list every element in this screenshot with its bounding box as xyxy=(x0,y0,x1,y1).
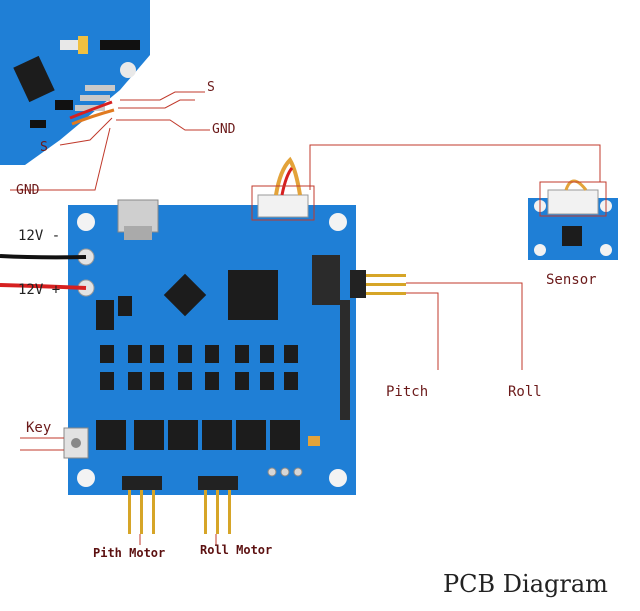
label-s-top: S xyxy=(207,80,215,95)
label-pitch: Pitch xyxy=(386,384,429,400)
leader-lines xyxy=(20,144,607,545)
label-s-left: S xyxy=(40,140,48,155)
roll-motor-header xyxy=(198,476,238,534)
label-12v-minus: 12V - xyxy=(18,228,61,244)
pitch-roll-header xyxy=(350,270,406,298)
label-key: Key xyxy=(26,420,52,436)
label-12v-plus: 12V + xyxy=(18,282,61,298)
main-board xyxy=(63,194,356,495)
label-gnd-top: GND xyxy=(212,122,236,137)
label-roll-motor: Roll Motor xyxy=(200,543,273,557)
sensor-board xyxy=(528,179,618,260)
label-roll: Roll xyxy=(508,384,542,400)
label-pith-motor: Pith Motor xyxy=(93,546,166,560)
corner-board-inset xyxy=(0,0,150,165)
label-gnd-left: GND xyxy=(16,183,40,198)
diagram-caption: PCB Diagram xyxy=(443,570,608,598)
corner-leader-lines xyxy=(10,91,210,191)
label-sensor: Sensor xyxy=(546,272,597,288)
pith-motor-header xyxy=(122,476,162,534)
